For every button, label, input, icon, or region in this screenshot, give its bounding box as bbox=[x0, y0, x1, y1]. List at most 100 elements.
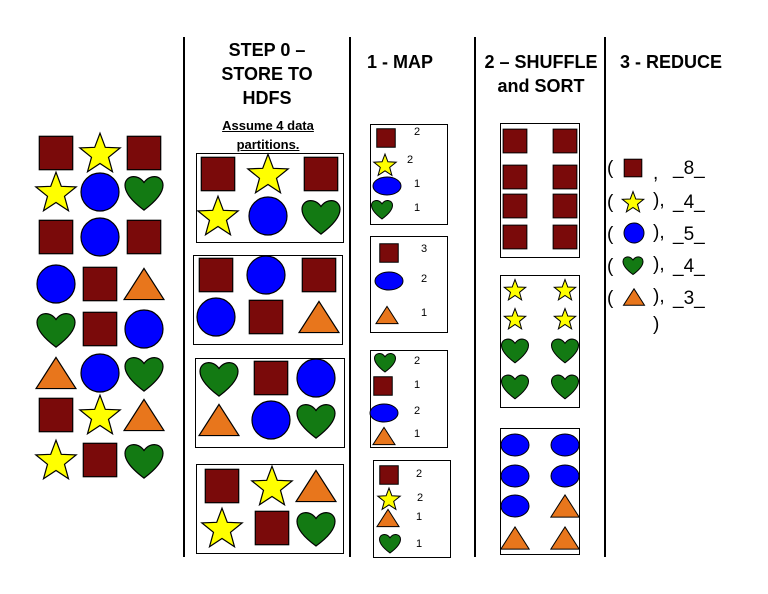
triangle-shape bbox=[122, 267, 166, 301]
reduce-paren-close: ) bbox=[653, 314, 660, 335]
reduce-paren-open: ( bbox=[607, 192, 614, 213]
triangle-shape bbox=[375, 305, 399, 325]
star-shape bbox=[502, 307, 528, 331]
star-shape bbox=[502, 278, 528, 302]
square-shape bbox=[198, 257, 234, 293]
divider-3 bbox=[474, 37, 476, 557]
map-count: 2 bbox=[414, 405, 421, 417]
star-shape bbox=[552, 307, 578, 331]
square-shape bbox=[623, 158, 643, 178]
star-shape bbox=[372, 152, 398, 177]
circle-shape bbox=[248, 196, 288, 236]
circle-shape bbox=[80, 353, 120, 393]
map-count: 2 bbox=[417, 492, 424, 504]
square-shape bbox=[502, 193, 528, 219]
circle-shape bbox=[196, 297, 236, 337]
reduce-value-heart: _4_ bbox=[673, 256, 705, 277]
square-shape bbox=[552, 128, 578, 154]
circle-shape bbox=[374, 271, 404, 291]
square-shape bbox=[82, 442, 118, 478]
map-count: 2 bbox=[407, 154, 414, 166]
triangle-shape bbox=[297, 300, 341, 334]
square-shape bbox=[38, 219, 74, 255]
map-header: 1 - MAP bbox=[366, 52, 433, 72]
reduce-paren-open: ( bbox=[607, 158, 614, 179]
circle-shape bbox=[500, 464, 530, 488]
reduce-sep: , bbox=[653, 163, 659, 184]
reduce-sep: ), bbox=[653, 190, 665, 211]
circle-shape bbox=[550, 433, 580, 457]
circle-shape bbox=[80, 217, 120, 257]
circle-shape bbox=[296, 358, 336, 398]
map-count: 1 bbox=[414, 202, 421, 214]
square-shape bbox=[126, 219, 162, 255]
map-count: 1 bbox=[414, 428, 421, 440]
star-shape bbox=[34, 170, 78, 213]
heart-shape bbox=[378, 534, 402, 554]
circle-shape bbox=[369, 403, 399, 423]
square-shape bbox=[254, 510, 290, 546]
circle-shape bbox=[80, 172, 120, 212]
circle-shape bbox=[550, 464, 580, 488]
map-count: 1 bbox=[414, 379, 421, 391]
star-shape bbox=[34, 438, 78, 481]
square-shape bbox=[204, 468, 240, 504]
square-shape bbox=[373, 376, 393, 396]
square-shape bbox=[82, 266, 118, 302]
star-shape bbox=[620, 190, 646, 214]
heart-shape bbox=[296, 404, 336, 439]
heart-shape bbox=[500, 374, 530, 400]
triangle-shape bbox=[499, 526, 531, 550]
square-shape bbox=[379, 243, 399, 263]
reduce-value-star: _4_ bbox=[673, 192, 705, 213]
map-count: 1 bbox=[416, 538, 423, 550]
step0-note: Assume 4 data partitions. bbox=[222, 118, 314, 152]
heart-shape bbox=[124, 176, 164, 211]
square-shape bbox=[38, 135, 74, 171]
circle-shape bbox=[500, 433, 530, 457]
map-count: 2 bbox=[414, 126, 421, 138]
square-shape bbox=[376, 128, 396, 148]
circle-shape bbox=[251, 400, 291, 440]
reduce-sep: ), bbox=[653, 254, 665, 275]
circle-shape bbox=[246, 255, 286, 295]
heart-shape bbox=[370, 200, 394, 220]
square-shape bbox=[379, 465, 399, 485]
reduce-paren-open: ( bbox=[607, 256, 614, 277]
heart-shape bbox=[301, 200, 341, 235]
star-shape bbox=[552, 278, 578, 302]
circle-shape bbox=[36, 264, 76, 304]
square-shape bbox=[552, 193, 578, 219]
square-shape bbox=[301, 257, 337, 293]
triangle-shape bbox=[122, 398, 166, 432]
heart-shape bbox=[500, 338, 530, 364]
star-shape bbox=[78, 393, 122, 436]
circle-shape bbox=[124, 309, 164, 349]
triangle-shape bbox=[34, 356, 78, 390]
heart-shape bbox=[36, 313, 76, 348]
square-shape bbox=[38, 397, 74, 433]
heart-shape bbox=[622, 256, 644, 276]
circle-shape bbox=[623, 222, 645, 244]
reduce-header: 3 - REDUCE bbox=[619, 52, 722, 72]
star-shape bbox=[246, 152, 290, 195]
square-shape bbox=[303, 156, 339, 192]
reduce-paren-open: ( bbox=[607, 288, 614, 309]
circle-shape bbox=[372, 176, 402, 196]
square-shape bbox=[253, 360, 289, 396]
star-shape bbox=[250, 464, 294, 507]
heart-shape bbox=[550, 374, 580, 400]
reduce-value-circle: _5_ bbox=[673, 224, 705, 245]
map-count: 3 bbox=[421, 243, 428, 255]
star-shape bbox=[200, 506, 244, 549]
reduce-sep: ), bbox=[653, 286, 665, 307]
reduce-paren-open: ( bbox=[607, 224, 614, 245]
divider-4 bbox=[604, 37, 606, 557]
star-shape bbox=[196, 194, 240, 237]
heart-shape bbox=[373, 353, 397, 373]
square-shape bbox=[200, 156, 236, 192]
square-shape bbox=[502, 128, 528, 154]
square-shape bbox=[502, 224, 528, 250]
reduce-value-triangle: _3_ bbox=[673, 288, 705, 309]
